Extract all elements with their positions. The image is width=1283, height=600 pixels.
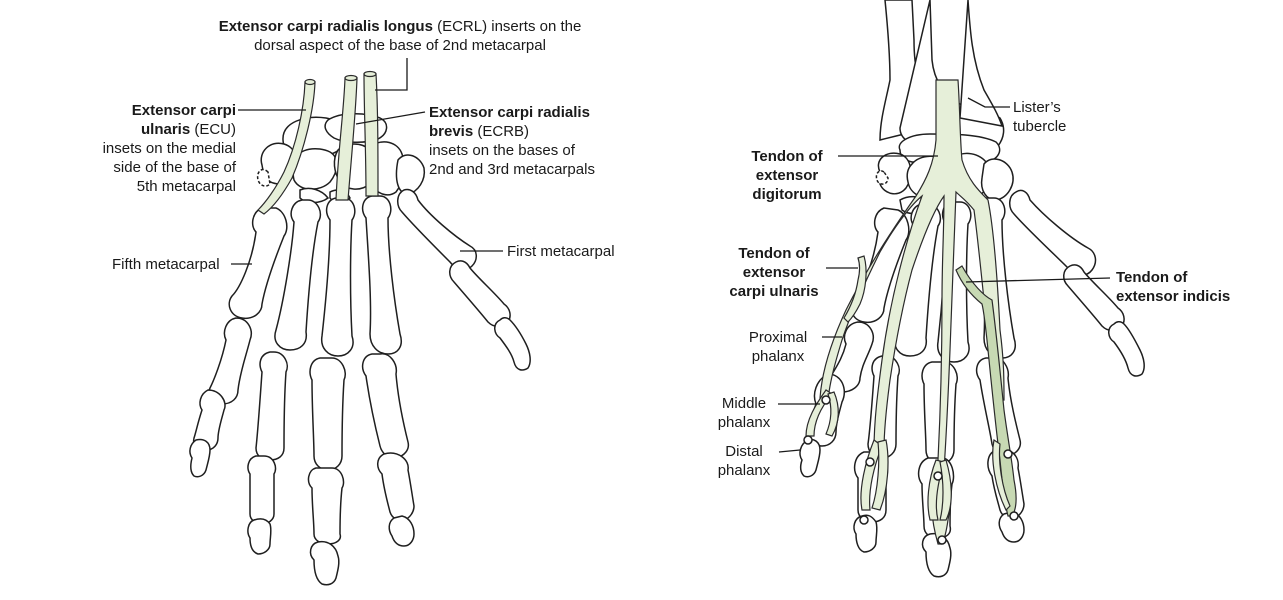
- listers-line1: Lister’s: [1013, 99, 1061, 116]
- ecrb-label: Extensor carpi radialis brevis (ECRB) in…: [429, 103, 595, 179]
- distal-line1: Distal: [725, 443, 763, 460]
- left-metacarpals: [228, 188, 477, 357]
- ecrl-leader: [375, 58, 408, 91]
- ecrb-label-bold2: brevis: [429, 123, 474, 140]
- extensor-indicis-label: Tendon of extensor indicis: [1116, 268, 1230, 306]
- first-metacarpal-label: First metacarpal: [507, 243, 615, 260]
- ecrl-label: Extensor carpi radialis longus (ECRL) in…: [210, 17, 590, 55]
- ecrl-label-rest: (ECRL) inserts on the: [432, 18, 582, 35]
- ecrb-leader: [355, 111, 426, 125]
- ecrb-label-bold1: Extensor carpi radialis: [429, 104, 590, 121]
- ecrl-label-bold: Extensor carpi radialis longus: [218, 18, 433, 35]
- ecu-r-line3: carpi ulnaris: [729, 283, 819, 300]
- ecrl-tendon-left: [363, 73, 379, 197]
- extensor-carpi-ulnaris-label: Tendon of extensor carpi ulnaris: [722, 244, 826, 301]
- ecu-tendon-right: [843, 255, 867, 323]
- ecrb-label-line3: insets on the bases of: [429, 142, 575, 159]
- ecu-tendon-left: [257, 81, 316, 215]
- ecu-r-line1: Tendon of: [738, 245, 810, 262]
- ei-line2: extensor indicis: [1116, 288, 1231, 305]
- proximal-line1: Proximal: [748, 329, 808, 346]
- extensor-digitorum-label: Tendon of extensor digitorum: [738, 147, 836, 204]
- ecu-label-bold1: Extensor carpi: [131, 102, 236, 119]
- ecrl-label-line2: dorsal aspect of the base of 2nd metacar…: [254, 37, 546, 54]
- fifth-metacarpal-label: Fifth metacarpal: [112, 256, 220, 273]
- ed-line3: digitorum: [752, 186, 822, 203]
- ecrb-tendon-left: [335, 77, 358, 201]
- ecrb-label-line4: 2nd and 3rd metacarpals: [429, 161, 595, 178]
- middle-line1: Middle: [721, 395, 767, 412]
- ecu-label-rest2: (ECU): [190, 121, 236, 138]
- ed-line2: extensor: [755, 167, 819, 184]
- middle-line2: phalanx: [717, 414, 771, 431]
- proximal-line2: phalanx: [751, 348, 805, 365]
- listers-leader: [967, 97, 1010, 108]
- right-tendons: [805, 79, 1017, 545]
- distal-leader: [778, 449, 801, 453]
- listers-line2: tubercle: [1013, 118, 1067, 135]
- joint-markers: [803, 395, 1019, 545]
- listers-tubercle-label: Lister’s tubercle: [1013, 98, 1066, 136]
- left-hand: [189, 58, 531, 586]
- ecu-label-line3: insets on the medial: [102, 140, 236, 157]
- ecu-label: Extensor carpi ulnaris (ECU) insets on t…: [60, 101, 236, 196]
- middle-phalanx-label: Middle phalanx: [712, 394, 776, 432]
- right-leader-lines: [778, 97, 1111, 453]
- ecrb-label-rest2: (ECRB): [473, 123, 530, 140]
- distal-line2: phalanx: [717, 462, 771, 479]
- ed-digit-ring-b: [871, 439, 889, 511]
- ei-leader: [965, 277, 1111, 283]
- ei-line1: Tendon of: [1116, 269, 1188, 286]
- ed-digit-index: [992, 439, 1011, 512]
- left-leader-lines: [231, 58, 503, 265]
- distal-phalanx-label: Distal phalanx: [710, 442, 778, 480]
- ecu-r-line2: extensor: [742, 264, 806, 281]
- ecu-label-bold2: ulnaris: [140, 121, 191, 138]
- left-tendons: [257, 70, 379, 215]
- proximal-phalanx-label: Proximal phalanx: [734, 328, 822, 366]
- ed-line1: Tendon of: [751, 148, 823, 165]
- left-phalanges: [189, 260, 531, 586]
- right-hand: [778, 0, 1145, 578]
- ecu-label-line4: side of the base of: [113, 159, 236, 176]
- ecu-label-line5: 5th metacarpal: [136, 178, 236, 195]
